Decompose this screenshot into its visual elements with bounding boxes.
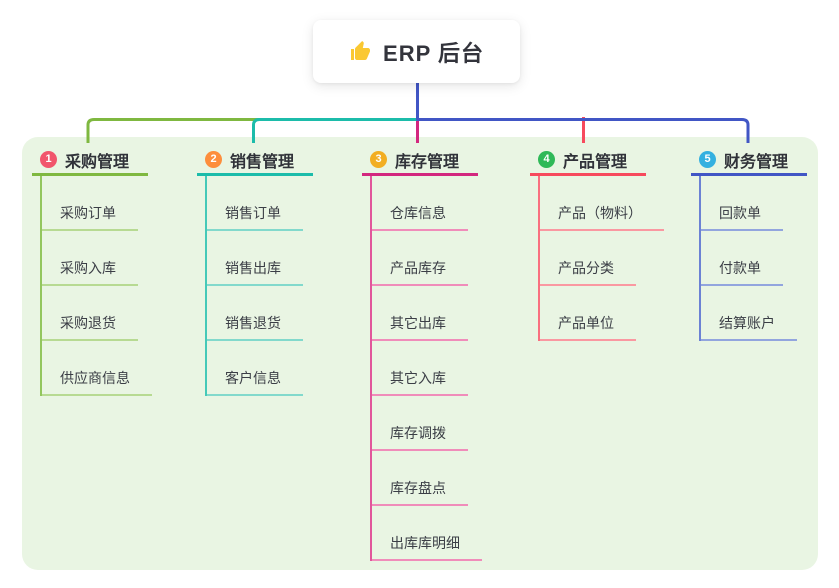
child-node[interactable]: 产品（物料）: [540, 176, 664, 231]
branch-title[interactable]: 4 产品管理: [530, 146, 646, 176]
child-node[interactable]: 付款单: [701, 231, 783, 286]
branches-panel: [22, 137, 818, 570]
branch-title-label: 销售管理: [230, 153, 295, 171]
child-node[interactable]: 库存调拨: [372, 396, 468, 451]
root-node[interactable]: ERP 后台: [313, 20, 520, 83]
branch-number-badge: 4: [538, 151, 555, 168]
branch-children: 回款单付款单结算账户: [699, 176, 797, 341]
child-node[interactable]: 产品单位: [540, 286, 636, 341]
branch-title[interactable]: 5 财务管理: [691, 146, 807, 176]
branch-number-badge: 2: [205, 151, 222, 168]
branch: 3 库存管理 仓库信息产品库存其它出库其它入库库存调拨库存盘点出库库明细: [362, 146, 512, 561]
branch-children: 销售订单销售出库销售退货客户信息: [205, 176, 303, 396]
branch-title-label: 采购管理: [65, 153, 130, 171]
branch-number-badge: 5: [699, 151, 716, 168]
child-node[interactable]: 采购退货: [42, 286, 138, 341]
branch-title[interactable]: 2 销售管理: [197, 146, 313, 176]
child-node[interactable]: 供应商信息: [42, 341, 152, 396]
child-node[interactable]: 采购入库: [42, 231, 138, 286]
child-node[interactable]: 其它入库: [372, 341, 468, 396]
child-node[interactable]: 产品分类: [540, 231, 636, 286]
branch-children: 仓库信息产品库存其它出库其它入库库存调拨库存盘点出库库明细: [370, 176, 482, 561]
branch-title-label: 产品管理: [563, 153, 628, 171]
child-node[interactable]: 回款单: [701, 176, 783, 231]
child-node[interactable]: 其它出库: [372, 286, 468, 341]
branch-children: 采购订单采购入库采购退货供应商信息: [40, 176, 152, 396]
child-node[interactable]: 销售退货: [207, 286, 303, 341]
child-node[interactable]: 销售订单: [207, 176, 303, 231]
branch-number-badge: 3: [370, 151, 387, 168]
branch: 5 财务管理 回款单付款单结算账户: [691, 146, 839, 341]
branch-title-label: 财务管理: [724, 153, 789, 171]
child-node[interactable]: 库存盘点: [372, 451, 468, 506]
branch: 1 采购管理 采购订单采购入库采购退货供应商信息: [32, 146, 182, 396]
child-node[interactable]: 产品库存: [372, 231, 468, 286]
child-node[interactable]: 客户信息: [207, 341, 303, 396]
branch-children: 产品（物料）产品分类产品单位: [538, 176, 664, 341]
branch: 2 销售管理 销售订单销售出库销售退货客户信息: [197, 146, 347, 396]
child-node[interactable]: 仓库信息: [372, 176, 468, 231]
child-node[interactable]: 采购订单: [42, 176, 138, 231]
thumbs-up-icon: [351, 40, 371, 60]
branch-title[interactable]: 3 库存管理: [362, 146, 478, 176]
child-node[interactable]: 销售出库: [207, 231, 303, 286]
branch-title-label: 库存管理: [395, 153, 460, 171]
branch-number-badge: 1: [40, 151, 57, 168]
child-node[interactable]: 结算账户: [701, 286, 797, 341]
branch-title[interactable]: 1 采购管理: [32, 146, 148, 176]
root-node-label: ERP 后台: [383, 40, 484, 66]
branch: 4 产品管理 产品（物料）产品分类产品单位: [530, 146, 680, 341]
child-node[interactable]: 出库库明细: [372, 506, 482, 561]
